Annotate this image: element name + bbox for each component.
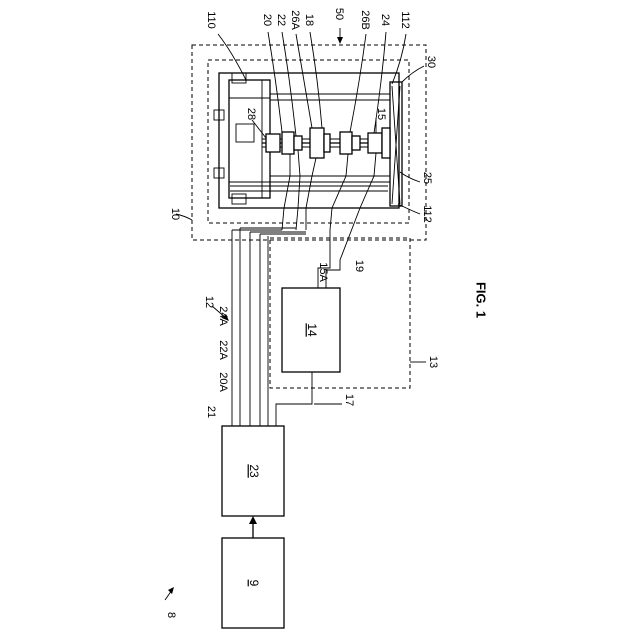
label-25: 25 bbox=[421, 172, 433, 184]
label-13: 13 bbox=[427, 356, 439, 368]
coupling-26B bbox=[340, 132, 360, 154]
bearing-15 bbox=[368, 128, 390, 158]
label-15A: 15A bbox=[317, 262, 329, 282]
leader-22 bbox=[282, 32, 296, 136]
label-10: 10 bbox=[169, 208, 181, 220]
label-21: 21 bbox=[205, 406, 217, 418]
leader-18 bbox=[310, 32, 322, 128]
label-19: 19 bbox=[353, 260, 365, 272]
label-26A: 26A bbox=[289, 10, 301, 30]
leader-26A bbox=[296, 34, 312, 128]
label-110: 110 bbox=[205, 11, 217, 29]
label-112-bottom: 112 bbox=[421, 205, 433, 223]
label-28: 28 bbox=[245, 108, 257, 120]
box-9-label: 9 bbox=[247, 580, 261, 587]
label-17: 17 bbox=[343, 394, 355, 406]
box-14-label: 14 bbox=[305, 323, 319, 337]
mount-block-110 bbox=[214, 73, 270, 204]
box-23-label: 23 bbox=[247, 464, 261, 478]
label-112-top: 112 bbox=[399, 11, 411, 29]
arrow-9-to-23 bbox=[249, 516, 257, 524]
label-30: 30 bbox=[425, 56, 437, 68]
coupling-22 bbox=[282, 132, 302, 154]
leader-26B bbox=[350, 34, 366, 132]
label-8: 8 bbox=[165, 612, 177, 618]
label-22A: 22A bbox=[217, 340, 229, 360]
harness-12 bbox=[232, 228, 306, 426]
label-26B: 26B bbox=[359, 10, 371, 30]
label-22: 22 bbox=[275, 14, 287, 26]
label-20A: 20A bbox=[217, 372, 229, 392]
line-17 bbox=[276, 372, 312, 426]
label-24: 24 bbox=[379, 14, 391, 26]
motor-28 bbox=[266, 134, 280, 152]
label-50: 50 bbox=[333, 8, 345, 20]
label-20: 20 bbox=[261, 14, 273, 26]
label-12: 12 bbox=[203, 296, 215, 308]
figure-label: FIG. 1 bbox=[474, 282, 489, 318]
label-24A: 24A bbox=[217, 306, 229, 326]
sensor-26A bbox=[310, 128, 330, 158]
label-18: 18 bbox=[303, 14, 315, 26]
